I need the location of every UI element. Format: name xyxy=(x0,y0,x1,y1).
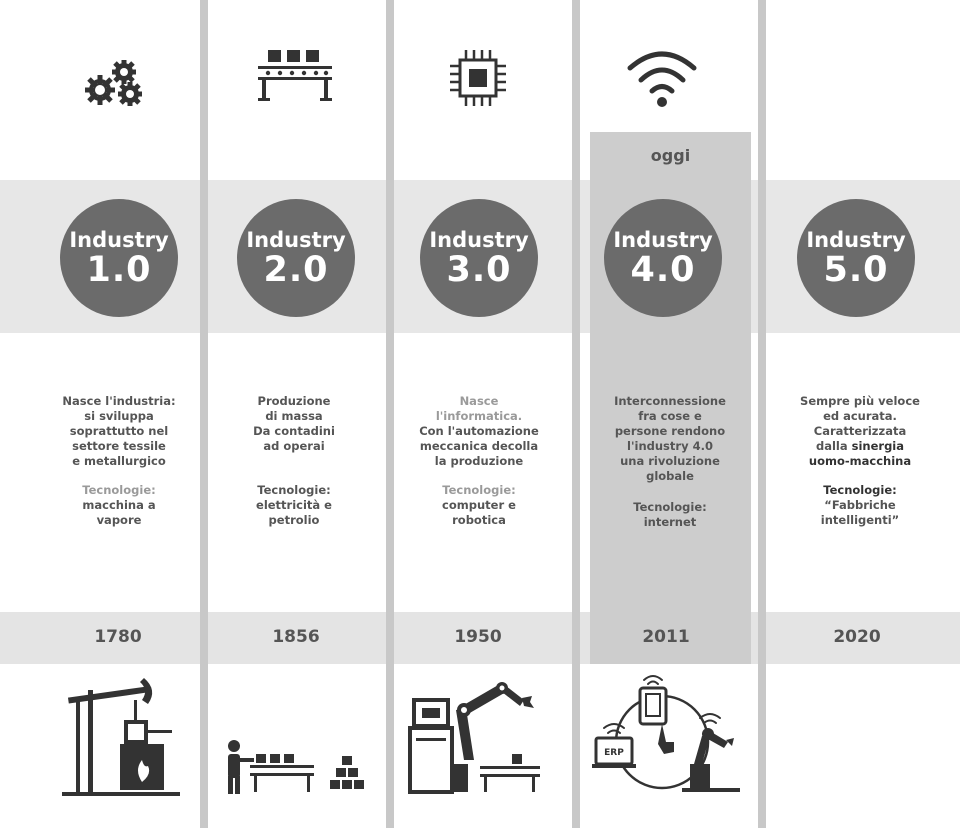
desc-line: di massa xyxy=(265,409,323,423)
desc-line: e metallurgico xyxy=(72,454,166,468)
desc-line: Con l'automazione xyxy=(419,424,539,438)
desc-line: l'industry 4.0 xyxy=(627,439,713,453)
industry-word: Industry xyxy=(806,228,906,252)
desc-line: fra cose e xyxy=(638,409,702,423)
desc-line: soprattutto nel xyxy=(69,424,169,438)
desc-line: una rivoluzione xyxy=(620,454,720,468)
industry-circle-3: Industry 3.0 xyxy=(420,199,538,317)
column-separator xyxy=(200,0,208,828)
tech-line: elettricità e xyxy=(256,498,332,512)
desc-line: meccanica decolla xyxy=(419,439,539,453)
desc-line: Nasce l'industria: xyxy=(62,394,176,408)
desc-line: l'informatica. xyxy=(435,409,523,423)
worker-assembly-line-icon xyxy=(228,740,364,794)
robot-arm-computer-icon xyxy=(408,682,540,794)
technologies: Tecnologie: internet xyxy=(588,500,752,530)
desc-line: dalla sinergia xyxy=(778,439,942,454)
tech-line: “Fabbriche xyxy=(824,498,896,512)
tech-label: Tecnologie: xyxy=(257,483,331,497)
year-label: 2011 xyxy=(642,627,690,647)
tech-line: internet xyxy=(643,515,697,529)
erp-label: ERP xyxy=(604,748,624,758)
desc-line: uomo-macchina xyxy=(808,454,912,468)
tech-label: Tecnologie: xyxy=(823,483,897,497)
tech-line: robotica xyxy=(452,513,506,527)
desc-line: Caratterizzata xyxy=(813,424,907,438)
year-label: 2020 xyxy=(833,627,881,647)
industry-word: Industry xyxy=(69,228,169,252)
year-label: 1950 xyxy=(454,627,502,647)
industry-word: Industry xyxy=(246,228,346,252)
description-5: Sempre più veloce ed acurata. Caratteriz… xyxy=(778,394,942,528)
year-label: 1780 xyxy=(94,627,142,647)
column-separator xyxy=(386,0,394,828)
desc-line: ad operai xyxy=(263,439,325,453)
wifi-icon xyxy=(627,51,697,107)
column-separator xyxy=(572,0,580,828)
industry-circle-2: Industry 2.0 xyxy=(237,199,355,317)
year-band xyxy=(0,612,960,664)
industry-number: 2.0 xyxy=(263,250,329,290)
tech-line: intelligenti” xyxy=(820,513,900,527)
today-label: oggi xyxy=(650,146,691,165)
column-separator xyxy=(758,0,766,828)
desc-line: persone rendono xyxy=(614,424,726,438)
desc-line: globale xyxy=(646,469,694,483)
industry-word: Industry xyxy=(613,228,713,252)
description-4: Interconnessione fra cose e persone rend… xyxy=(588,394,752,530)
microchip-icon xyxy=(450,50,506,106)
desc-line: Da contadini xyxy=(253,424,335,438)
conveyor-belt-icon xyxy=(258,50,332,101)
desc-line: Sempre più veloce xyxy=(800,394,920,408)
desc-bold: sinergia xyxy=(851,439,905,453)
technologies: Tecnologie: macchina a vapore xyxy=(37,483,201,528)
desc-line: ed acurata. xyxy=(823,409,897,423)
desc-line: Produzione xyxy=(257,394,331,408)
industry-number: 1.0 xyxy=(86,250,152,290)
industry-word: Industry xyxy=(429,228,529,252)
industry-number: 5.0 xyxy=(823,250,889,290)
tech-label: Tecnologie: xyxy=(442,483,516,497)
technologies: Tecnologie: elettricità e petrolio xyxy=(212,483,376,528)
industry-number: 4.0 xyxy=(630,250,696,290)
technologies: Tecnologie: “Fabbriche intelligenti” xyxy=(778,483,942,528)
desc-line: Nasce xyxy=(459,394,499,408)
connected-devices-icon: ERP xyxy=(592,675,740,792)
description-3: Nasce l'informatica. Con l'automazione m… xyxy=(397,394,561,528)
description-2: Produzione di massa Da contadini ad oper… xyxy=(212,394,376,528)
tech-label: Tecnologie: xyxy=(633,500,707,514)
tech-line: computer e xyxy=(442,498,516,512)
desc-line: settore tessile xyxy=(72,439,166,453)
gears-icon xyxy=(85,60,142,106)
industry-number: 3.0 xyxy=(446,250,512,290)
desc-line: Interconnessione xyxy=(614,394,726,408)
industry-circle-4: Industry 4.0 xyxy=(604,199,722,317)
technologies: Tecnologie: computer e robotica xyxy=(397,483,561,528)
tech-label: Tecnologie: xyxy=(82,483,156,497)
tech-line: macchina a xyxy=(82,498,156,512)
desc-prefix: dalla xyxy=(815,439,852,453)
industry-circle-5: Industry 5.0 xyxy=(797,199,915,317)
year-label: 1856 xyxy=(272,627,320,647)
tech-line: petrolio xyxy=(268,513,320,527)
industry-circle-1: Industry 1.0 xyxy=(60,199,178,317)
desc-line: si sviluppa xyxy=(84,409,154,423)
description-1: Nasce l'industria: si sviluppa soprattut… xyxy=(37,394,201,528)
steam-engine-icon xyxy=(62,678,180,796)
desc-line: la produzione xyxy=(434,454,524,468)
tech-line: vapore xyxy=(96,513,142,527)
